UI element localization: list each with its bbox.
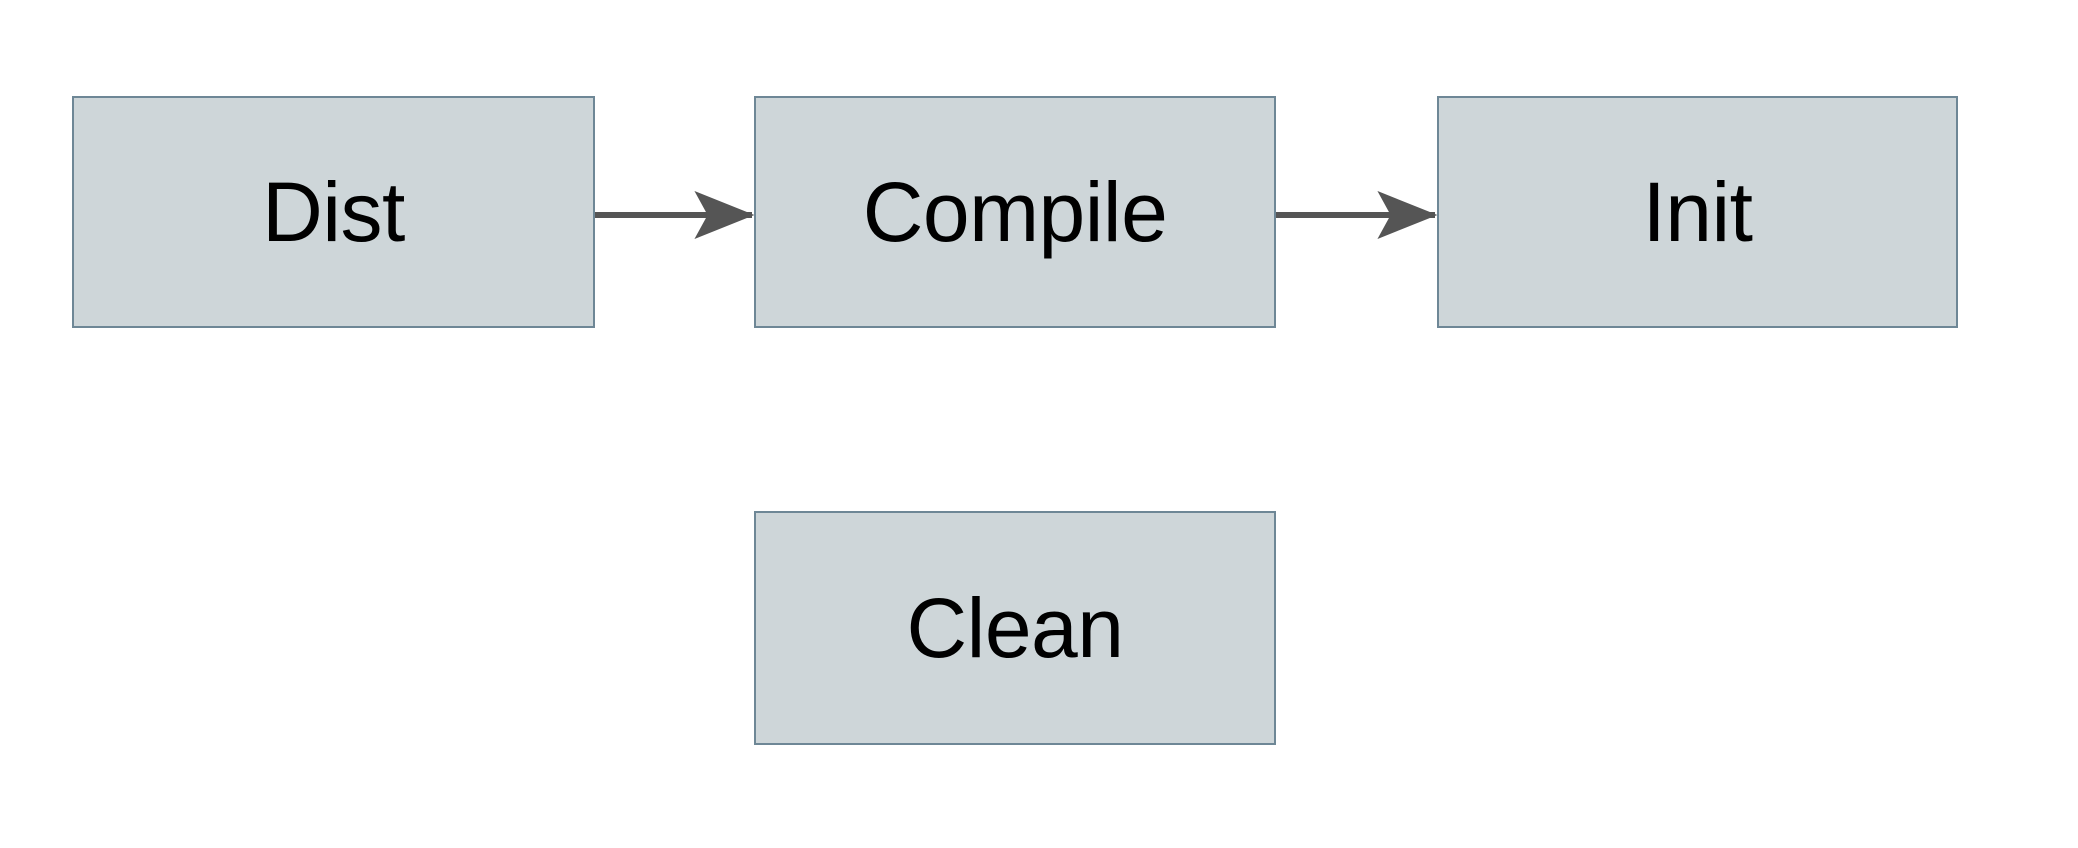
node-clean-label: Clean [906, 581, 1124, 675]
node-compile[interactable]: Compile [754, 96, 1276, 328]
node-dist-label: Dist [262, 165, 405, 259]
node-init[interactable]: Init [1437, 96, 1958, 328]
node-dist[interactable]: Dist [72, 96, 595, 328]
node-compile-label: Compile [862, 165, 1168, 259]
node-init-label: Init [1642, 165, 1753, 259]
node-clean[interactable]: Clean [754, 511, 1276, 745]
